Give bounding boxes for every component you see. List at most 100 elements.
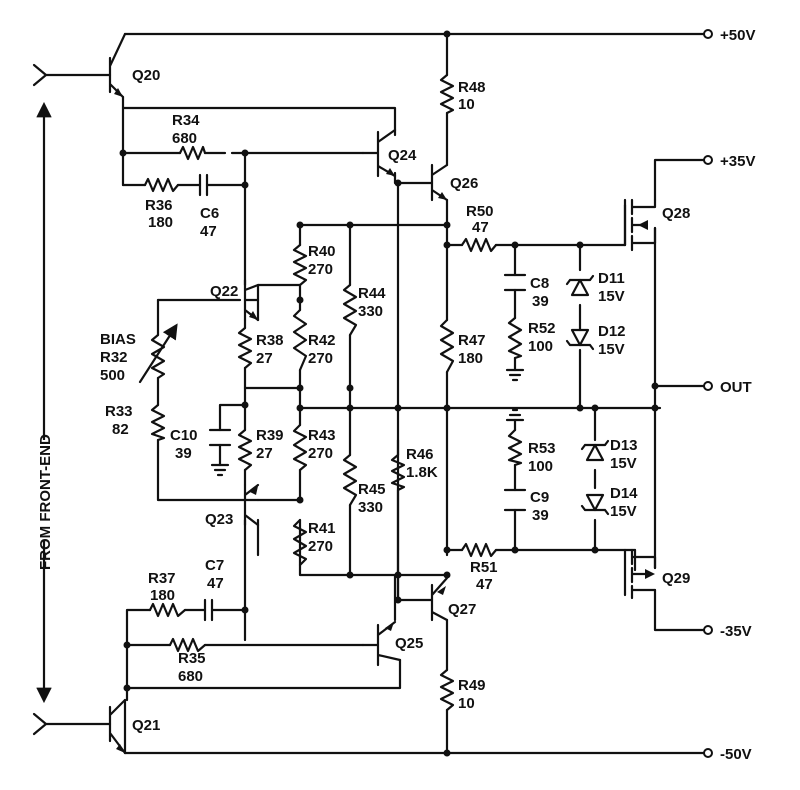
r45-ref: R45 [358,481,386,498]
q21-label: Q21 [132,717,160,734]
rail-label-neg35: -35V [720,623,752,640]
transistor-q27 [430,576,449,622]
transistor-q22 [243,278,260,322]
resistor-r38 [237,326,253,370]
r50-value: 47 [472,219,489,236]
r42-ref: R42 [308,332,336,349]
r36-ref: R36 [145,197,173,214]
q25-label: Q25 [395,635,423,652]
r39-value: 27 [256,445,273,462]
r40-ref: R40 [308,243,336,260]
r34-ref: R34 [172,112,200,129]
r51-value: 47 [476,576,493,593]
r40-value: 270 [308,261,333,278]
r42-value: 270 [308,350,333,367]
capacitor-c8 [503,273,527,292]
resistor-r34 [178,145,207,161]
q29-label: Q29 [662,570,690,587]
r36-value: 180 [148,214,173,231]
resistor-r36 [143,177,180,193]
junctions [119,30,659,757]
d13-value: 15V [610,455,637,472]
c8-value: 39 [532,293,549,310]
terminal-neg50[interactable] [703,748,713,758]
c8-ref: C8 [530,275,549,292]
r49-ref: R49 [458,677,486,694]
grounds [210,368,525,477]
r51-ref: R51 [470,559,498,576]
r38-ref: R38 [256,332,284,349]
r47-value: 180 [458,350,483,367]
resistor-r35 [168,637,207,653]
r49-value: 10 [458,695,475,712]
capacitor-c10 [208,428,232,447]
potentiometer-r32[interactable] [150,333,166,380]
resistor-r53 [507,428,523,467]
d11-ref: D11 [598,270,625,287]
q22-label: Q22 [210,283,238,300]
c10-value: 39 [175,445,192,462]
r41-value: 270 [308,538,333,555]
transistor-q26 [430,163,449,202]
capacitors [198,173,527,622]
terminal-out[interactable] [703,381,713,391]
resistor-r46 [390,453,406,492]
q24-label: Q24 [388,147,417,164]
c7-value: 47 [207,575,224,592]
terminal-pos50[interactable] [703,29,713,39]
q23-label: Q23 [205,511,233,528]
r45-value: 330 [358,499,383,516]
ground-symbol [210,463,230,477]
c9-ref: C9 [530,489,549,506]
r37-value: 180 [150,587,175,604]
q20-label: Q20 [132,67,160,84]
transistor-q21 [108,698,127,755]
r32-ref: R32 [100,349,128,366]
bias-label: BIAS [100,331,136,348]
resistor-r48 [439,73,455,115]
r48-ref: R48 [458,79,486,96]
terminals [703,29,713,758]
q28-label: Q28 [662,205,690,222]
q27-label: Q27 [448,601,476,618]
d12-ref: D12 [598,323,626,340]
d14-ref: D14 [610,485,638,502]
c7-ref: C7 [205,557,224,574]
terminal-neg35[interactable] [703,625,713,635]
resistor-r45 [342,453,358,507]
zener-d14 [580,493,610,516]
d12-value: 15V [598,341,625,358]
resistor-r47 [439,318,455,374]
d11-value: 15V [598,288,625,305]
r48-value: 10 [458,96,475,113]
r44-ref: R44 [358,285,386,302]
d13-ref: D13 [610,437,638,454]
r47-ref: R47 [458,332,486,349]
rail-label-pos35: +35V [720,153,755,170]
r32-value: 500 [100,367,125,384]
r41-ref: R41 [308,520,336,537]
resistor-r44 [342,283,358,337]
r33-value: 82 [112,421,129,438]
d14-value: 15V [610,503,637,520]
transistor-q25 [361,620,402,667]
r37-ref: R37 [148,570,176,587]
terminal-pos35[interactable] [703,155,713,165]
resistor-r42 [292,308,308,372]
ground-symbol [505,368,525,382]
transistor-q24 [361,128,397,178]
zener-d11 [565,274,595,297]
diodes [565,274,610,516]
wire-output [298,226,706,570]
c9-value: 39 [532,507,549,524]
resistor-r49 [439,668,455,712]
r44-value: 330 [358,303,383,320]
transistor-q20 [108,32,127,99]
resistor-r33 [150,403,166,442]
r39-ref: R39 [256,427,284,444]
r53-value: 100 [528,458,553,475]
capacitor-c9 [503,488,527,512]
ground-symbol [505,408,525,422]
resistor-r52 [507,316,523,360]
